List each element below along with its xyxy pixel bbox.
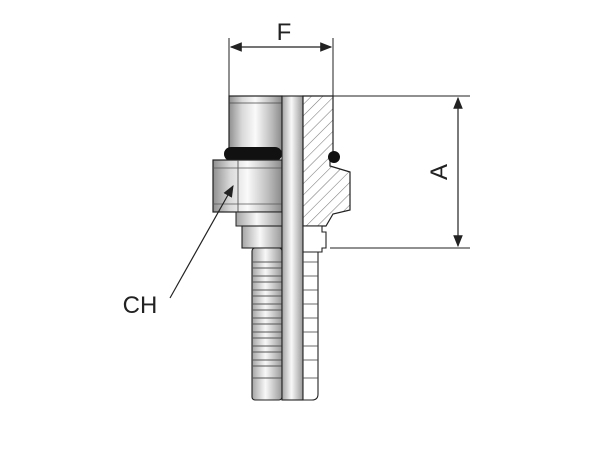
hose-barbs bbox=[252, 261, 282, 379]
dimension-a: A bbox=[330, 95, 470, 249]
dimension-f: F bbox=[228, 19, 334, 96]
hex-callout-leader bbox=[169, 184, 234, 299]
hex-callout-label: CH bbox=[123, 292, 158, 319]
hex-callout: CH bbox=[123, 184, 234, 319]
male-thread-end bbox=[228, 95, 283, 152]
bore bbox=[281, 95, 304, 401]
fitting-section-view bbox=[302, 95, 351, 401]
body-neck bbox=[235, 211, 283, 227]
section-upper bbox=[302, 95, 351, 227]
dimension-a-label: A bbox=[426, 164, 453, 180]
fitting-external-view bbox=[212, 95, 283, 401]
dimension-f-label: F bbox=[277, 19, 292, 46]
o-ring bbox=[224, 147, 282, 161]
section-collar bbox=[302, 225, 327, 253]
o-ring-section bbox=[328, 151, 340, 163]
section-hose-tail bbox=[302, 251, 319, 401]
collar bbox=[241, 225, 283, 249]
